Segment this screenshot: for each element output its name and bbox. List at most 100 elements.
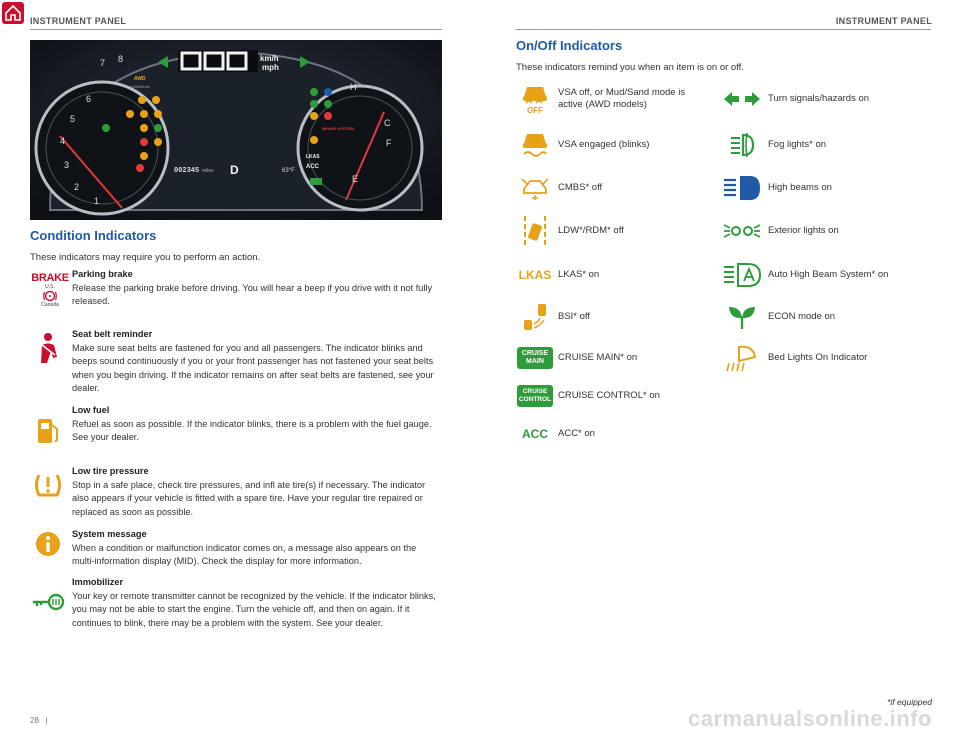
onoff-item-econ: ECON mode on xyxy=(720,300,835,334)
svg-text:OFF: OFF xyxy=(527,106,543,115)
outside-temp: 63°F xyxy=(282,168,295,174)
onoff-title: On/Off Indicators xyxy=(516,38,623,53)
onoff-label: BSI* off xyxy=(558,310,591,322)
onoff-label: Auto High Beam System* on xyxy=(768,268,889,280)
condition-desc: Make sure seat belts are fastened for yo… xyxy=(72,342,434,394)
bed-lights-icon xyxy=(720,341,764,375)
condition-heading: Low tire pressure xyxy=(72,466,149,476)
onoff-label: Turn signals/hazards on xyxy=(768,92,870,104)
condition-desc: Your key or remote transmitter cannot be… xyxy=(72,590,436,628)
temp-cold-label: C xyxy=(384,118,391,128)
bsi-off-icon xyxy=(516,300,554,334)
instrument-cluster-image: 8 7 6 5 4 3 2 1 x1000r/min AWD km/h mph xyxy=(30,40,442,220)
condition-heading: Parking brake xyxy=(72,269,133,279)
condition-heading: System message xyxy=(72,529,147,539)
onoff-item-cmbs-off: CMBS* off xyxy=(516,171,602,205)
turn-left-indicator xyxy=(158,56,168,68)
onoff-item-vsa-off: OFF VSA off, or Mud/Sand mode is active … xyxy=(516,82,708,116)
cmbs-off-icon xyxy=(516,171,554,205)
system-message-icon xyxy=(30,526,66,562)
onoff-label: Exterior lights on xyxy=(768,224,839,236)
tachometer-dial xyxy=(34,80,170,216)
fog-light-icon xyxy=(720,128,764,162)
onoff-label: High beams on xyxy=(768,181,832,193)
condition-desc: Release the parking brake before driving… xyxy=(72,282,433,307)
onoff-item-acc: ACC ACC* on xyxy=(516,417,595,451)
condition-title: Condition Indicators xyxy=(30,228,157,243)
vsa-off-icon: OFF xyxy=(516,82,554,116)
odometer: 002345 xyxy=(174,167,199,175)
awd-label: AWD xyxy=(134,76,146,82)
onoff-label: ECON mode on xyxy=(768,310,836,322)
tach-mark-7: 7 xyxy=(100,58,105,68)
center-warning-lights xyxy=(102,96,162,172)
onoff-intro: These indicators remind you when an item… xyxy=(516,62,744,73)
watermark: carmanualsonline.info xyxy=(688,706,932,731)
econ-icon xyxy=(720,300,764,334)
fuel-icon xyxy=(30,412,66,448)
speed-unit-top: km/h xyxy=(260,54,279,63)
onoff-label: VSA off, or Mud/Sand mode is active (AWD… xyxy=(558,86,686,111)
onoff-item-cruise-main: CRUISE MAIN CRUISE MAIN* on xyxy=(516,341,637,375)
acc-cluster-label: ACC xyxy=(306,164,320,170)
page-number-left: 28 | xyxy=(30,716,48,725)
gear-position: D xyxy=(230,163,239,177)
condition-desc: When a condition or malfunction indicato… xyxy=(72,542,417,567)
cruise-control-icon: CRUISE CONTROL xyxy=(516,379,554,413)
turn-signal-icon xyxy=(720,82,764,116)
exterior-lights-icon xyxy=(720,214,764,248)
onoff-item-auto-high-beam: Auto High Beam System* on xyxy=(720,258,888,292)
onoff-item-bsi-off: BSI* off xyxy=(516,300,590,334)
tach-mark-3: 3 xyxy=(64,160,69,170)
fuel-empty-label: E xyxy=(352,174,358,184)
tach-mark-4: 4 xyxy=(60,136,65,146)
tach-mark-6: 6 xyxy=(86,94,91,104)
onoff-label: CRUISE MAIN* on xyxy=(558,351,638,363)
tire-pressure-icon xyxy=(30,467,66,503)
fuel-full-label: F xyxy=(386,138,392,148)
onoff-item-cruise-control: CRUISE CONTROL CRUISE CONTROL* on xyxy=(516,379,660,413)
condition-heading: Seat belt reminder xyxy=(72,329,153,339)
footnote: *if equipped xyxy=(887,697,932,707)
home-icon[interactable] xyxy=(2,2,24,24)
onoff-item-ldw-rdm-off: LDW*/RDM* off xyxy=(516,214,624,248)
lkas-icon: LKAS xyxy=(518,268,552,282)
turn-right-indicator xyxy=(300,56,310,68)
onoff-label: ACC* on xyxy=(558,427,595,439)
tach-mark-2: 2 xyxy=(74,182,79,192)
tach-mark-5: 5 xyxy=(70,114,75,124)
header-rule-right xyxy=(516,29,931,30)
brake-icon: BRAKE U.S. Canada xyxy=(31,272,69,308)
onoff-item-lkas: LKAS LKAS* on xyxy=(516,258,600,292)
header-right: INSTRUMENT PANEL xyxy=(835,16,932,26)
condition-desc: Stop in a safe place, check tire pressur… xyxy=(72,479,426,517)
cruise-main-icon: CRUISE MAIN xyxy=(516,341,554,375)
onoff-label: LDW*/RDM* off xyxy=(558,224,624,236)
onoff-item-bed-lights: Bed Lights On Indicator xyxy=(720,341,867,375)
speed-digits xyxy=(180,51,248,71)
ldw-rdm-off-icon xyxy=(516,214,554,248)
acc-icon: ACC xyxy=(522,427,548,441)
odometer-unit: miles xyxy=(202,168,214,174)
onoff-item-turn-signals: Turn signals/hazards on xyxy=(720,82,869,116)
seat-belt-icon xyxy=(30,330,66,366)
onoff-item-vsa: VSA engaged (blinks) xyxy=(516,128,649,162)
onoff-label: CMBS* off xyxy=(558,181,603,193)
auto-high-beam-icon xyxy=(720,258,764,292)
speed-unit-bottom: mph xyxy=(262,63,279,72)
onoff-item-high-beams: High beams on xyxy=(720,171,832,205)
temp-hot-label: H xyxy=(350,82,357,92)
header-left: INSTRUMENT PANEL xyxy=(30,16,127,26)
tach-label: x1000r/min xyxy=(130,84,150,89)
header-rule-left xyxy=(30,29,442,30)
immobilizer-icon xyxy=(30,584,66,620)
condition-intro: These indicators may require you to perf… xyxy=(30,252,261,263)
brake-system-label: BRAKE SYSTEM xyxy=(322,126,354,131)
vsa-icon xyxy=(516,128,554,162)
